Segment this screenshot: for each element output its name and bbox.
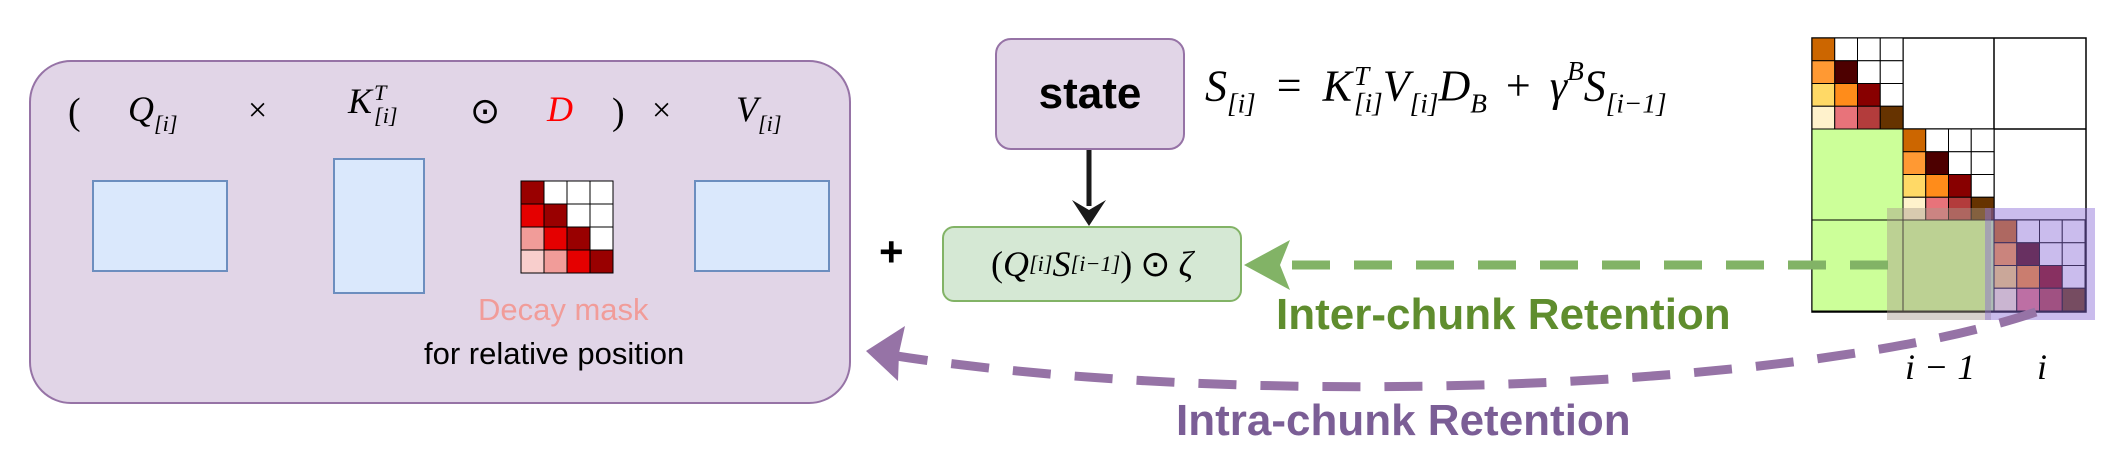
v-matrix — [694, 180, 830, 272]
chunk-prev-label: i − 1 — [1905, 347, 1976, 387]
decay-block-cell — [1970, 196, 1995, 221]
intra-formula-close-paren: ) — [612, 91, 625, 133]
inter-chunk-arrowhead — [1244, 240, 1290, 290]
q-sub: [i] — [154, 111, 178, 137]
inter-zeta: ζ — [1178, 244, 1194, 284]
k-base: K — [348, 81, 373, 121]
decay-block-cell — [1948, 174, 1972, 198]
inter-odot: ⊙ — [1140, 244, 1171, 284]
decay-block-cell — [1902, 128, 1927, 153]
decay-block-cell — [1902, 151, 1927, 175]
intra-formula-q: Q[i] — [128, 88, 178, 137]
decay-block-cell — [1857, 83, 1881, 107]
decay-block-cell — [1879, 37, 1904, 62]
decay-block-cell — [1948, 151, 1972, 175]
decay-block-cell — [1834, 105, 1858, 130]
decay-block-cell — [1811, 83, 1836, 107]
eq-k-sub: [i] — [1353, 88, 1383, 119]
decay-block-cell — [1811, 60, 1836, 84]
inter-s: S — [1052, 244, 1071, 284]
decay-block-cell — [1879, 83, 1904, 107]
eq-gamma: γ — [1549, 61, 1568, 111]
q-matrix — [92, 180, 228, 272]
relative-position-label: for relative position — [424, 336, 685, 371]
decay-block-cell — [1834, 37, 1858, 62]
decay-block-cell — [1970, 174, 1995, 198]
decay-block-cell — [1857, 37, 1881, 62]
decay-block-cell — [1857, 60, 1881, 84]
eq-k: K — [1322, 61, 1352, 111]
decay-block-cell — [1834, 60, 1858, 84]
intra-formula-open-paren: ( — [68, 91, 81, 133]
inter-q-sub: [i] — [1028, 251, 1053, 276]
eq-d-sub: B — [1470, 88, 1487, 119]
eq-d: D — [1438, 61, 1471, 111]
v-base: V — [736, 89, 758, 129]
decay-block-cell — [2061, 287, 2086, 312]
state-label: state — [1038, 69, 1142, 118]
eq-v-sub: [i] — [1409, 88, 1439, 119]
eq-s: S — [1583, 61, 1606, 111]
prev-chunk-highlight — [1887, 208, 1991, 320]
intra-chunk-label: Intra-chunk Retention — [1176, 396, 1631, 445]
decay-block-cell — [1925, 151, 1949, 175]
eq-v: V — [1382, 61, 1410, 111]
k-sup: T — [374, 80, 387, 106]
k-matrix — [333, 158, 425, 294]
chunk-matrix — [1811, 37, 2095, 320]
decay-block-cell — [1834, 83, 1858, 107]
decay-block-cell — [1857, 105, 1881, 130]
eq-k-sup: T — [1353, 61, 1370, 92]
decay-block-cell — [1879, 105, 1904, 130]
intra-formula-times2: × — [652, 92, 672, 129]
inter-open: ( — [990, 244, 1003, 284]
diagonal-decay-blocks — [1811, 37, 2086, 312]
eq-lhs-sub: [i] — [1227, 88, 1256, 119]
decay-block-cell — [1879, 60, 1904, 84]
k-sub: [i] — [374, 102, 398, 128]
green-block — [1811, 128, 1904, 221]
decay-mask-grid — [520, 180, 614, 274]
decay-block-cell — [1811, 37, 1836, 62]
state-to-inter-arrowhead — [1072, 200, 1106, 226]
intra-chunk-arrowhead — [866, 326, 905, 381]
inter-chunk-box: (Q[i]S[i−1]) ⊙ ζ — [942, 226, 1242, 302]
inter-chunk-label: Inter-chunk Retention — [1276, 290, 1731, 339]
q-base: Q — [128, 89, 154, 129]
inter-s-sub: [i−1] — [1070, 251, 1121, 276]
decay-mask-label: Decay mask — [478, 292, 649, 327]
intra-formula-d: D — [547, 89, 573, 129]
decay-block-cell — [1925, 174, 1949, 198]
decay-block-cell — [1970, 128, 1995, 153]
chunk-cur-label: i — [2037, 347, 2048, 387]
eq-lhs: S — [1205, 61, 1227, 111]
plus-sign: + — [879, 228, 904, 275]
eq-s-sub: [i−1] — [1605, 88, 1667, 119]
decay-block-cell — [1948, 128, 1972, 153]
decay-cell — [589, 249, 614, 274]
intra-formula-times1: × — [248, 92, 268, 129]
inter-q: Q — [1002, 244, 1029, 284]
intra-formula-v: V[i] — [736, 88, 782, 137]
current-chunk-highlight — [1985, 208, 2095, 320]
eq-equals: = — [1276, 61, 1302, 111]
intra-formula-odot: ⊙ — [470, 91, 501, 131]
eq-gamma-sup: B — [1567, 56, 1584, 86]
state-box: state — [995, 38, 1185, 150]
decay-block-cell — [1811, 105, 1836, 130]
intra-chunk-arrow — [889, 307, 2038, 392]
decay-block-cell — [1970, 151, 1995, 175]
decay-block-cell — [1902, 174, 1927, 198]
v-sub: [i] — [758, 111, 782, 137]
decay-block-cell — [1925, 128, 1949, 153]
eq-plus: + — [1505, 61, 1531, 111]
inter-close: ) — [1120, 244, 1133, 284]
